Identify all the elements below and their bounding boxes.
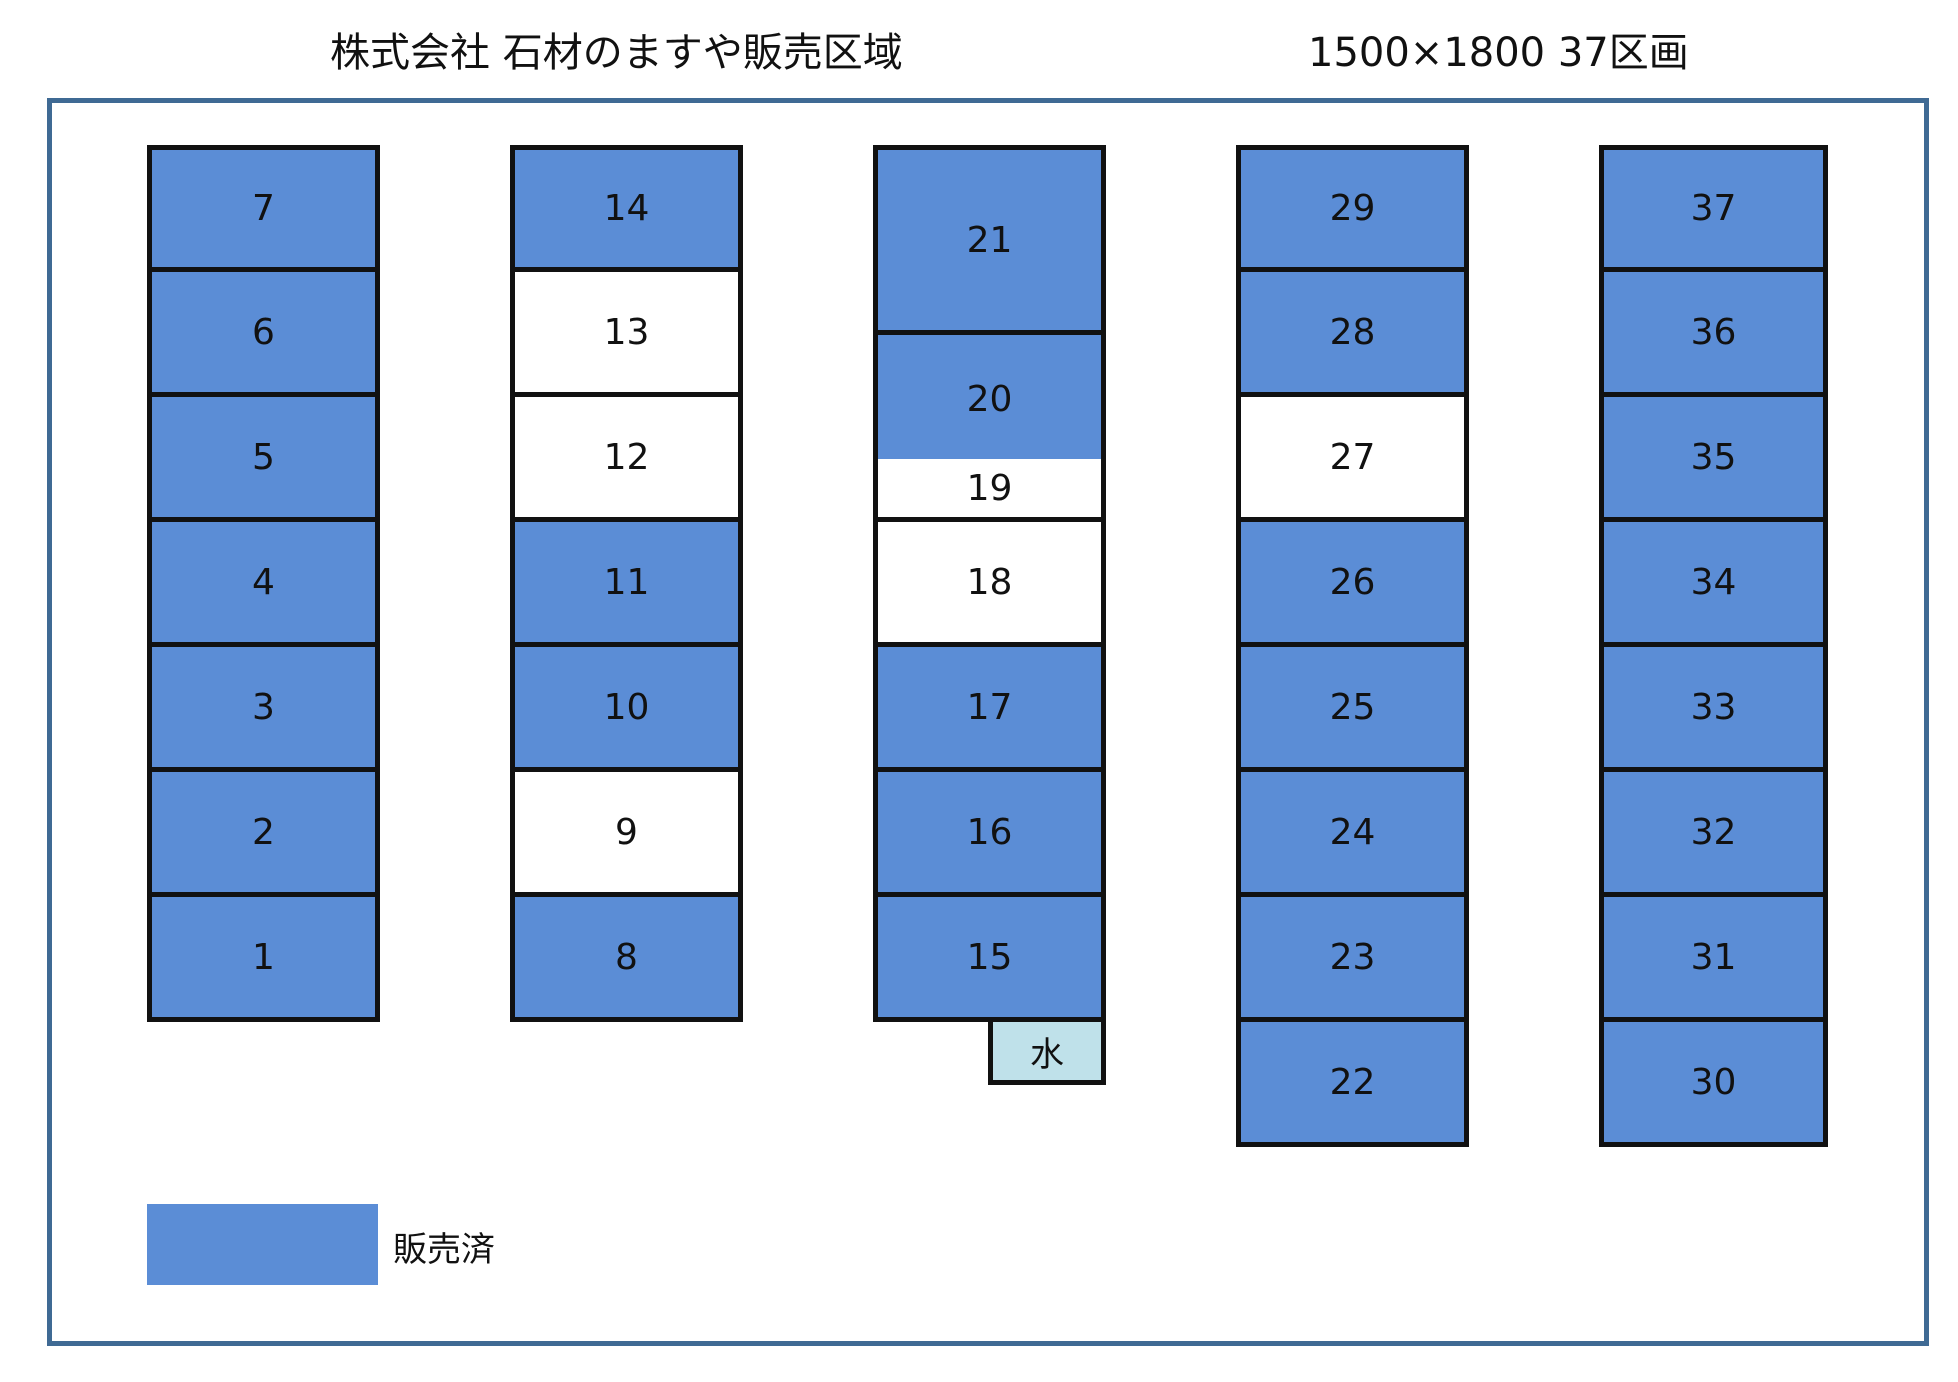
plot-8[interactable]: 8 <box>510 892 743 1022</box>
plot-30[interactable]: 30 <box>1599 1017 1828 1147</box>
plot-5[interactable]: 5 <box>147 392 380 522</box>
plot-35[interactable]: 35 <box>1599 392 1828 522</box>
plot-15[interactable]: 15 <box>873 892 1106 1022</box>
plot-37[interactable]: 37 <box>1599 145 1828 272</box>
plot-10[interactable]: 10 <box>510 642 743 772</box>
plot-2[interactable]: 2 <box>147 767 380 897</box>
water-tap[interactable]: 水 <box>988 1017 1106 1085</box>
site-frame <box>47 98 1929 1346</box>
legend-sold-label: 販売済 <box>393 1230 495 1270</box>
plot-4[interactable]: 4 <box>147 517 380 647</box>
plot-16[interactable]: 16 <box>873 767 1106 897</box>
plot-18[interactable]: 18 <box>873 517 1106 647</box>
plot-21[interactable]: 21 <box>873 145 1106 335</box>
plot-14[interactable]: 14 <box>510 145 743 272</box>
plot-33[interactable]: 33 <box>1599 642 1828 772</box>
map-title: 株式会社 石材のますや販売区域 <box>330 30 903 76</box>
plot-7[interactable]: 7 <box>147 145 380 272</box>
plot-26[interactable]: 26 <box>1236 517 1469 647</box>
plot-spec: 1500×1800 37区画 <box>1308 30 1689 76</box>
plot-22[interactable]: 22 <box>1236 1017 1469 1147</box>
plot-32[interactable]: 32 <box>1599 767 1828 897</box>
plot-36[interactable]: 36 <box>1599 267 1828 397</box>
plot-25[interactable]: 25 <box>1236 642 1469 772</box>
plot-31[interactable]: 31 <box>1599 892 1828 1022</box>
plot-6[interactable]: 6 <box>147 267 380 397</box>
plot-13[interactable]: 13 <box>510 267 743 397</box>
plot-29[interactable]: 29 <box>1236 145 1469 272</box>
plot-17[interactable]: 17 <box>873 642 1106 772</box>
plot-24[interactable]: 24 <box>1236 767 1469 897</box>
plot-1[interactable]: 1 <box>147 892 380 1022</box>
plot-3[interactable]: 3 <box>147 642 380 772</box>
plot-11[interactable]: 11 <box>510 517 743 647</box>
plot-9[interactable]: 9 <box>510 767 743 897</box>
plot-34[interactable]: 34 <box>1599 517 1828 647</box>
plot-19[interactable]: 19 <box>873 459 1106 522</box>
plot-28[interactable]: 28 <box>1236 267 1469 397</box>
plot-20[interactable]: 20 <box>873 330 1106 463</box>
plot-27[interactable]: 27 <box>1236 392 1469 522</box>
plot-23[interactable]: 23 <box>1236 892 1469 1022</box>
plot-12[interactable]: 12 <box>510 392 743 522</box>
legend-sold-swatch <box>147 1204 378 1285</box>
